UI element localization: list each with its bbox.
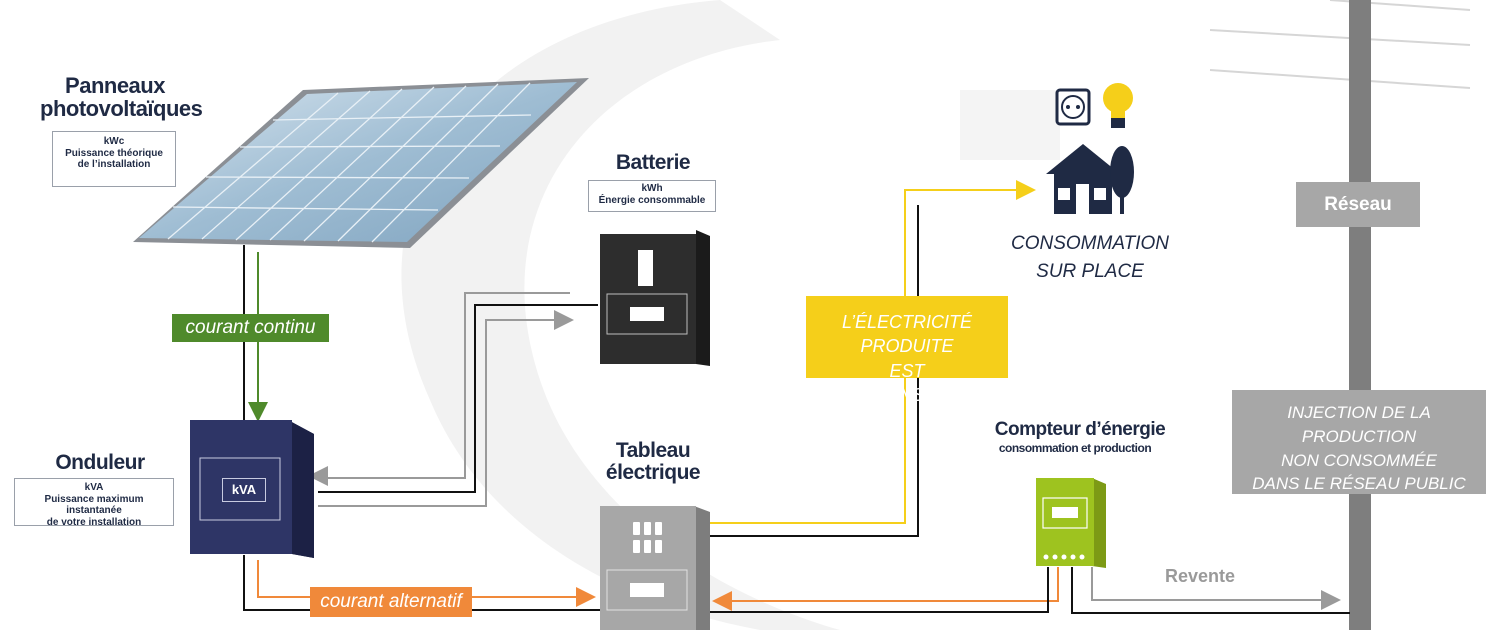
inverter-unit: kVA (84, 482, 104, 493)
battery-title: Batterie (615, 151, 691, 174)
grid-label: Réseau (1324, 194, 1392, 215)
grid-injection-box (1232, 390, 1486, 494)
inverter-desc-line2: de votre installation (46, 516, 142, 528)
switchboard-title-line2: électrique (605, 461, 701, 485)
panels-infobox: kWc Puissance théorique de l’installatio… (52, 131, 176, 187)
meter-subtitle: consommation et production (998, 441, 1152, 455)
grid-injection-line2: NON CONSOMMÉE (1281, 450, 1437, 470)
battery-unit-icon (600, 230, 710, 366)
resale-label: Revente (1165, 566, 1236, 586)
light-bulb-icon (1103, 83, 1133, 128)
house-icon (1046, 144, 1134, 214)
inverter-desc-line1: Puissance maximum instantanée (44, 493, 144, 517)
battery-unit: kWh (641, 183, 663, 194)
grid-injection-text: INJECTION DE LA PRODUCTION NON CONSOMMÉE… (1232, 401, 1486, 496)
panels-desc-line2: de l’installation (77, 159, 151, 170)
switchboard-box (600, 506, 710, 630)
consumption-label: CONSOMMATION SUR PLACE (1010, 230, 1170, 285)
inverter-screen: kVA (222, 478, 266, 502)
inverter-screen-label: kVA (231, 482, 257, 497)
dc-current-label: courant continu (172, 314, 329, 342)
self-consumed-text: L’ÉLECTRICITÉ PRODUITE EST AUTOCONSOMMÉE (806, 310, 1008, 407)
solar-panel (133, 78, 589, 248)
switchboard-title-line1: Tableau (615, 439, 691, 462)
panels-desc-line1: Puissance théorique (65, 147, 163, 159)
grid-injection-line3: DANS LE RÉSEAU PUBLIC (1252, 474, 1466, 494)
inverter-infobox: kVA Puissance maximum instantanée de vot… (14, 478, 174, 528)
battery-desc: Énergie consommable (598, 194, 706, 206)
switchboard-title: Tableau électrique (598, 439, 708, 485)
panels-unit: kWc (103, 136, 125, 147)
self-consumed-line1: L’ÉLECTRICITÉ PRODUITE (841, 312, 973, 357)
panels-title-line1: Panneaux (65, 73, 165, 98)
consumption-line1: CONSOMMATION (1011, 233, 1169, 254)
power-outlet-icon (1055, 88, 1091, 126)
self-consumed-box (806, 296, 1008, 378)
panels-title-line2: photovoltaïques (40, 96, 203, 122)
energy-meter-icon (1036, 478, 1106, 568)
grid-label-box: Réseau (1296, 182, 1420, 227)
ac-current-label: courant alternatif (310, 587, 472, 617)
consumption-line2: SUR PLACE (1036, 260, 1144, 282)
inverter-title: Onduleur (55, 451, 145, 474)
battery-infobox: kWh Énergie consommable (588, 180, 716, 212)
self-consumed-line2: EST AUTOCONSOMMÉE (822, 360, 992, 405)
panels-title: Panneaux photovoltaïques (40, 73, 203, 120)
meter-title: Compteur d’énergie (994, 419, 1166, 440)
grid-injection-line1: INJECTION DE LA PRODUCTION (1287, 403, 1431, 446)
